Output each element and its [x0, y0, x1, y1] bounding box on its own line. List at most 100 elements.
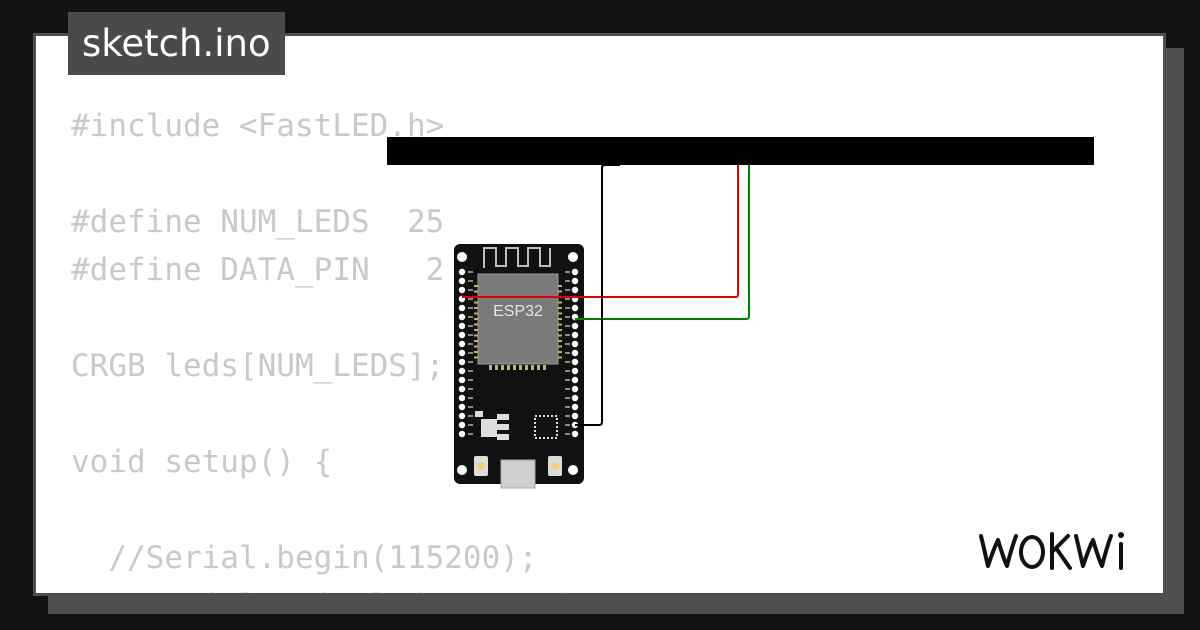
chip-pad: [531, 365, 534, 370]
pin-label-mark: [468, 325, 473, 327]
pin[interactable]: [571, 412, 579, 420]
pin-label-mark: [565, 397, 570, 399]
pin[interactable]: [571, 304, 579, 312]
boot-button-cap: [551, 462, 559, 470]
pin-label-mark: [468, 415, 473, 417]
chip-pad: [474, 334, 478, 337]
mount-hole: [457, 465, 467, 475]
pin[interactable]: [458, 376, 466, 384]
pin[interactable]: [458, 331, 466, 339]
pin[interactable]: [458, 421, 466, 429]
pin-label-mark: [468, 433, 473, 435]
right-pin-labels: [565, 271, 570, 435]
esp32-board[interactable]: ESP32: [454, 244, 584, 489]
file-tab[interactable]: sketch.ino: [68, 12, 285, 75]
pin[interactable]: [458, 412, 466, 420]
pin-label-mark: [468, 379, 473, 381]
pin-label-mark: [468, 397, 473, 399]
pin-label-mark: [468, 280, 473, 282]
pin[interactable]: [458, 430, 466, 438]
pin[interactable]: [458, 358, 466, 366]
pin[interactable]: [571, 394, 579, 402]
pin[interactable]: [571, 268, 579, 276]
pin[interactable]: [571, 358, 579, 366]
pin[interactable]: [571, 349, 579, 357]
pin[interactable]: [571, 367, 579, 375]
code-editor[interactable]: #include <FastLED.h>#define NUM_LEDS 25#…: [71, 102, 594, 593]
chip-pad: [507, 365, 510, 370]
chip-label: ESP32: [493, 303, 543, 320]
chip-pad: [558, 285, 562, 287]
chip-pad: [558, 301, 562, 304]
pin[interactable]: [458, 385, 466, 393]
pin[interactable]: [458, 349, 466, 357]
wire-data[interactable]: [575, 165, 750, 320]
regulator-leg: [497, 414, 509, 420]
wire-power[interactable]: [462, 165, 739, 298]
chip-pad: [474, 356, 478, 359]
regulator: [481, 419, 497, 437]
chip-pad: [474, 340, 478, 342]
code-line: //Serial.println("Start");: [71, 582, 593, 593]
pin-label-mark: [565, 388, 570, 390]
chip-pad: [519, 365, 522, 370]
pin[interactable]: [571, 430, 579, 438]
wokwi-logo[interactable]: [978, 528, 1150, 576]
code-line: CRGB leds[NUM_LEDS];: [71, 348, 445, 384]
pin[interactable]: [458, 367, 466, 375]
chip-pad: [525, 365, 528, 370]
chip-pad: [474, 351, 478, 353]
pin-label-mark: [468, 406, 473, 408]
pin-label-mark: [468, 352, 473, 354]
chip-pad: [537, 365, 540, 370]
pin-label-mark: [468, 271, 473, 273]
led-strip[interactable]: [387, 137, 1094, 165]
pin-label-mark: [468, 343, 473, 345]
reset-button-cap: [477, 462, 485, 470]
chip-pad: [558, 356, 562, 359]
right-pin-header: [571, 268, 579, 438]
pin[interactable]: [571, 340, 579, 348]
chip-pads: [474, 285, 562, 359]
pin-label-mark: [565, 433, 570, 435]
chip-pad: [474, 312, 478, 315]
pin-label-mark: [565, 424, 570, 426]
pin-label-mark: [565, 343, 570, 345]
pin[interactable]: [571, 322, 579, 330]
pin[interactable]: [458, 268, 466, 276]
regulator-leg: [497, 434, 509, 440]
pin-label-mark: [565, 361, 570, 363]
chip-pad: [558, 345, 562, 348]
pin[interactable]: [458, 313, 466, 321]
usb-port: [500, 459, 536, 489]
pin-label-mark: [565, 406, 570, 408]
code-line: //Serial.begin(115200);: [71, 540, 538, 576]
pin-label-mark: [468, 370, 473, 372]
chip-pads: [489, 365, 546, 370]
pin[interactable]: [571, 277, 579, 285]
pin[interactable]: [458, 340, 466, 348]
pin[interactable]: [458, 403, 466, 411]
pin[interactable]: [458, 304, 466, 312]
pin[interactable]: [571, 331, 579, 339]
chip-pad: [474, 329, 478, 331]
pin[interactable]: [458, 286, 466, 294]
pin[interactable]: [571, 403, 579, 411]
pin[interactable]: [458, 322, 466, 330]
chip-pad: [558, 307, 562, 309]
pin-label-mark: [468, 361, 473, 363]
pin[interactable]: [571, 385, 579, 393]
chip-pad: [501, 365, 504, 370]
pin-label-mark: [468, 289, 473, 291]
pin[interactable]: [458, 277, 466, 285]
pin[interactable]: [571, 286, 579, 294]
code-card: #include <FastLED.h>#define NUM_LEDS 25#…: [33, 33, 1166, 596]
wire-ground[interactable]: [575, 164, 620, 426]
pin-label-mark: [565, 352, 570, 354]
pin-label-mark: [468, 424, 473, 426]
pin[interactable]: [571, 376, 579, 384]
mount-hole: [457, 252, 467, 262]
pin[interactable]: [458, 394, 466, 402]
chip-pad: [474, 307, 478, 309]
